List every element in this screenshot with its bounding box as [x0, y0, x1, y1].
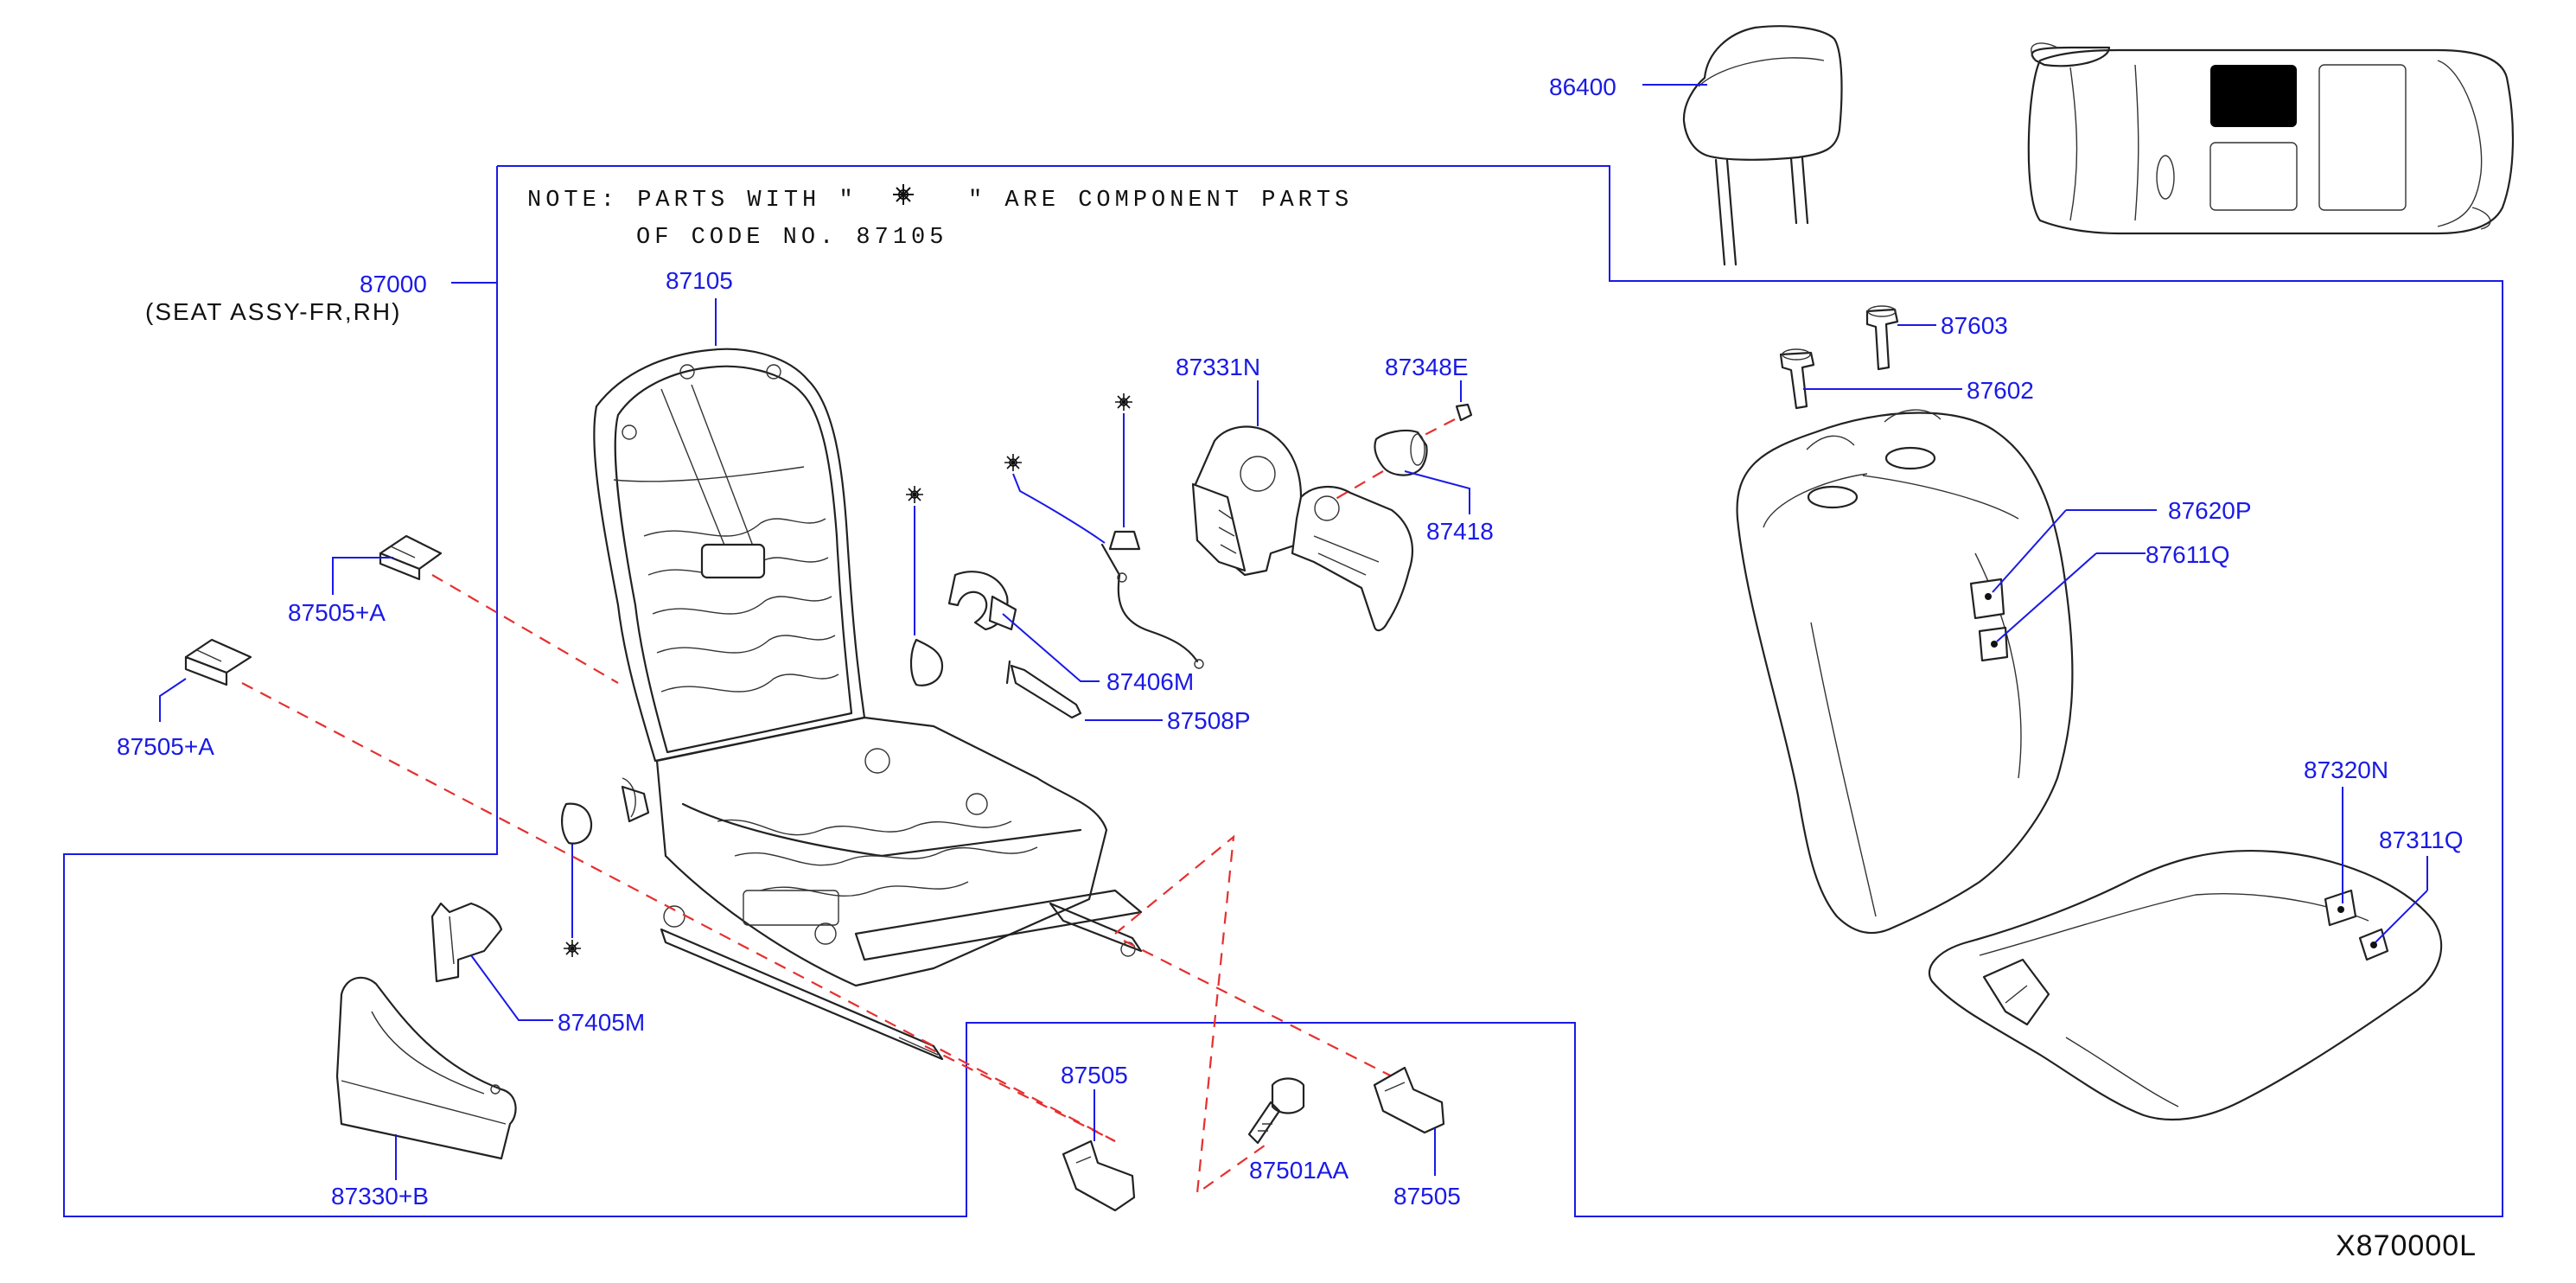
- cable-components: [561, 413, 1204, 938]
- callout-87311Q: 87311Q: [2379, 827, 2464, 853]
- callout-87505-left: 87505: [1061, 1062, 1128, 1088]
- part-87418: [1291, 485, 1413, 632]
- vehicle-top-view-icon: [2027, 42, 2515, 235]
- callout-87611Q: 87611Q: [2146, 541, 2230, 568]
- component-asterisk-icon: [893, 184, 914, 205]
- part-87320N-tag: [2324, 889, 2357, 927]
- part-87611Q-tag: [1978, 626, 2009, 662]
- callout-87418: 87418: [1426, 518, 1494, 545]
- headrest-part: [1682, 25, 1843, 266]
- component-asterisk-icon: [1004, 454, 1022, 471]
- diagram-code: X870000L: [2336, 1229, 2477, 1262]
- part-87348E-knob: [1374, 403, 1473, 476]
- part-87505A-upper: [379, 534, 443, 581]
- assembly-description: (SEAT ASSY-FR,RH): [145, 298, 401, 325]
- callout-86400: 86400: [1549, 73, 1616, 100]
- dashed-assembly-lines: [241, 574, 1410, 1196]
- note-line2: OF CODE NO. 87105: [636, 225, 947, 251]
- component-asterisk-icon: [564, 940, 581, 957]
- note-line1-start: NOTE: PARTS WITH ": [527, 188, 858, 214]
- part-87603-guide: [1865, 305, 1899, 371]
- note-line1-end: " ARE COMPONENT PARTS: [968, 188, 1353, 214]
- part-87331N: [1191, 425, 1303, 577]
- seat-frame-87105: [593, 348, 1143, 1061]
- callout-87501AA: 87501AA: [1249, 1157, 1349, 1184]
- seat-back-trim: [1736, 409, 2443, 1121]
- part-87505A-lower: [184, 638, 252, 686]
- callout-87406M: 87406M: [1106, 668, 1194, 695]
- part-87505-left: [1062, 1139, 1136, 1212]
- callout-87508P: 87508P: [1167, 707, 1251, 734]
- callout-87505A-lower-label: 87505+A: [117, 733, 214, 760]
- part-87405M: [430, 902, 503, 983]
- callout-87348E: 87348E: [1385, 354, 1469, 380]
- group-boundary-lines: [63, 165, 2503, 1217]
- callout-87000: 87000: [360, 271, 427, 297]
- highlighted-seat-marker: [2210, 65, 2297, 127]
- note-block: NOTE: PARTS WITH " " ARE COMPONENT PARTS…: [527, 184, 1353, 251]
- component-asterisk-icon: [1115, 393, 1132, 411]
- callout-87330B: 87330+B: [331, 1183, 429, 1210]
- callout-87603: 87603: [1941, 312, 2008, 339]
- part-87508P: [1005, 660, 1082, 719]
- callout-87602: 87602: [1967, 377, 2034, 404]
- callout-87505-right: 87505: [1393, 1183, 1461, 1210]
- callout-87105: 87105: [666, 267, 733, 294]
- component-asterisk-markers: [564, 393, 1132, 957]
- callout-87320N: 87320N: [2304, 756, 2388, 783]
- part-87602-guide: [1779, 348, 1815, 410]
- callout-87505A-upper: 87505+A: [288, 599, 386, 626]
- part-87501AA-bolt: [1247, 1077, 1305, 1145]
- component-asterisk-icon: [906, 486, 923, 503]
- callout-87331N: 87331N: [1176, 354, 1260, 380]
- callout-87620P: 87620P: [2168, 497, 2252, 524]
- part-87330B: [335, 976, 517, 1160]
- callout-87405M: 87405M: [558, 1009, 645, 1036]
- part-87505-right: [1373, 1066, 1445, 1134]
- part-87406M: [947, 571, 1017, 631]
